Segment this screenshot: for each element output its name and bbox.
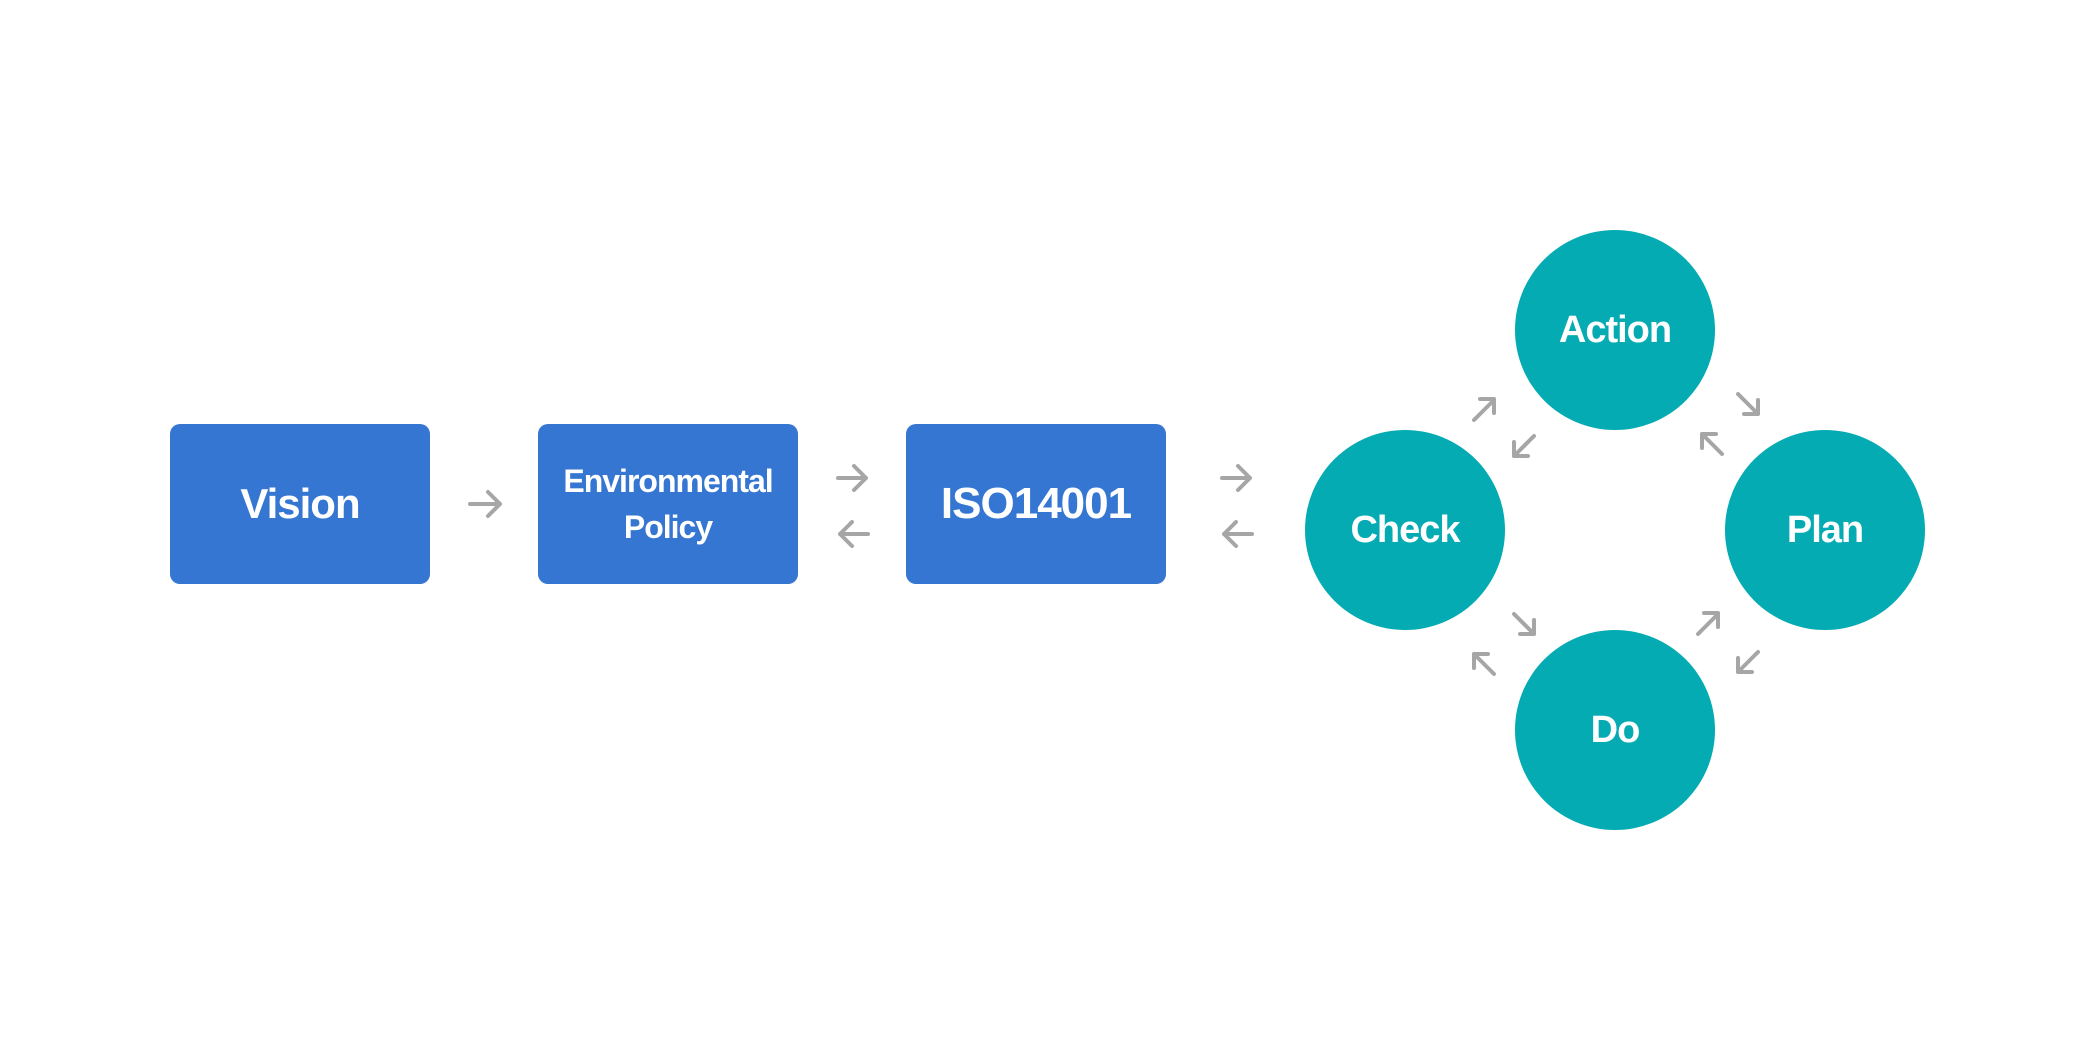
plan-circle: Plan: [1725, 430, 1925, 630]
check-label: Check: [1350, 508, 1460, 551]
arrow-up-right-icon: [1696, 611, 1720, 636]
action-circle: Action: [1515, 230, 1715, 430]
check-circle: Check: [1305, 430, 1505, 630]
do-label: Do: [1590, 708, 1641, 751]
environmental-policy-box: Environmental Policy: [538, 424, 798, 584]
action-label: Action: [1558, 308, 1672, 351]
arrow-down-left-icon: [1512, 434, 1536, 458]
iso14001-box: ISO14001: [906, 424, 1166, 584]
arrow-up-left-icon: [1472, 652, 1496, 676]
arrow-down-right-icon: [1512, 612, 1536, 636]
arrow-right-icon: [836, 464, 868, 492]
arrow-left-icon: [1222, 520, 1254, 548]
arrow-left-icon: [838, 520, 870, 548]
plan-label: Plan: [1786, 508, 1864, 551]
environmental-policy-label: Environmental Policy: [563, 463, 773, 545]
arrow-down-right-icon: [1736, 392, 1760, 416]
arrow-up-left-icon: [1700, 432, 1724, 456]
arrow-down-left-icon: [1736, 650, 1760, 674]
do-circle: Do: [1515, 630, 1715, 830]
arrow-right-icon: [1220, 464, 1252, 492]
vision-label: Vision: [240, 480, 360, 527]
iso14001-label: ISO14001: [940, 479, 1132, 528]
arrow-up-right-icon: [1472, 397, 1496, 422]
arrow-right-icon: [468, 490, 502, 518]
vision-box: Vision: [170, 424, 430, 584]
